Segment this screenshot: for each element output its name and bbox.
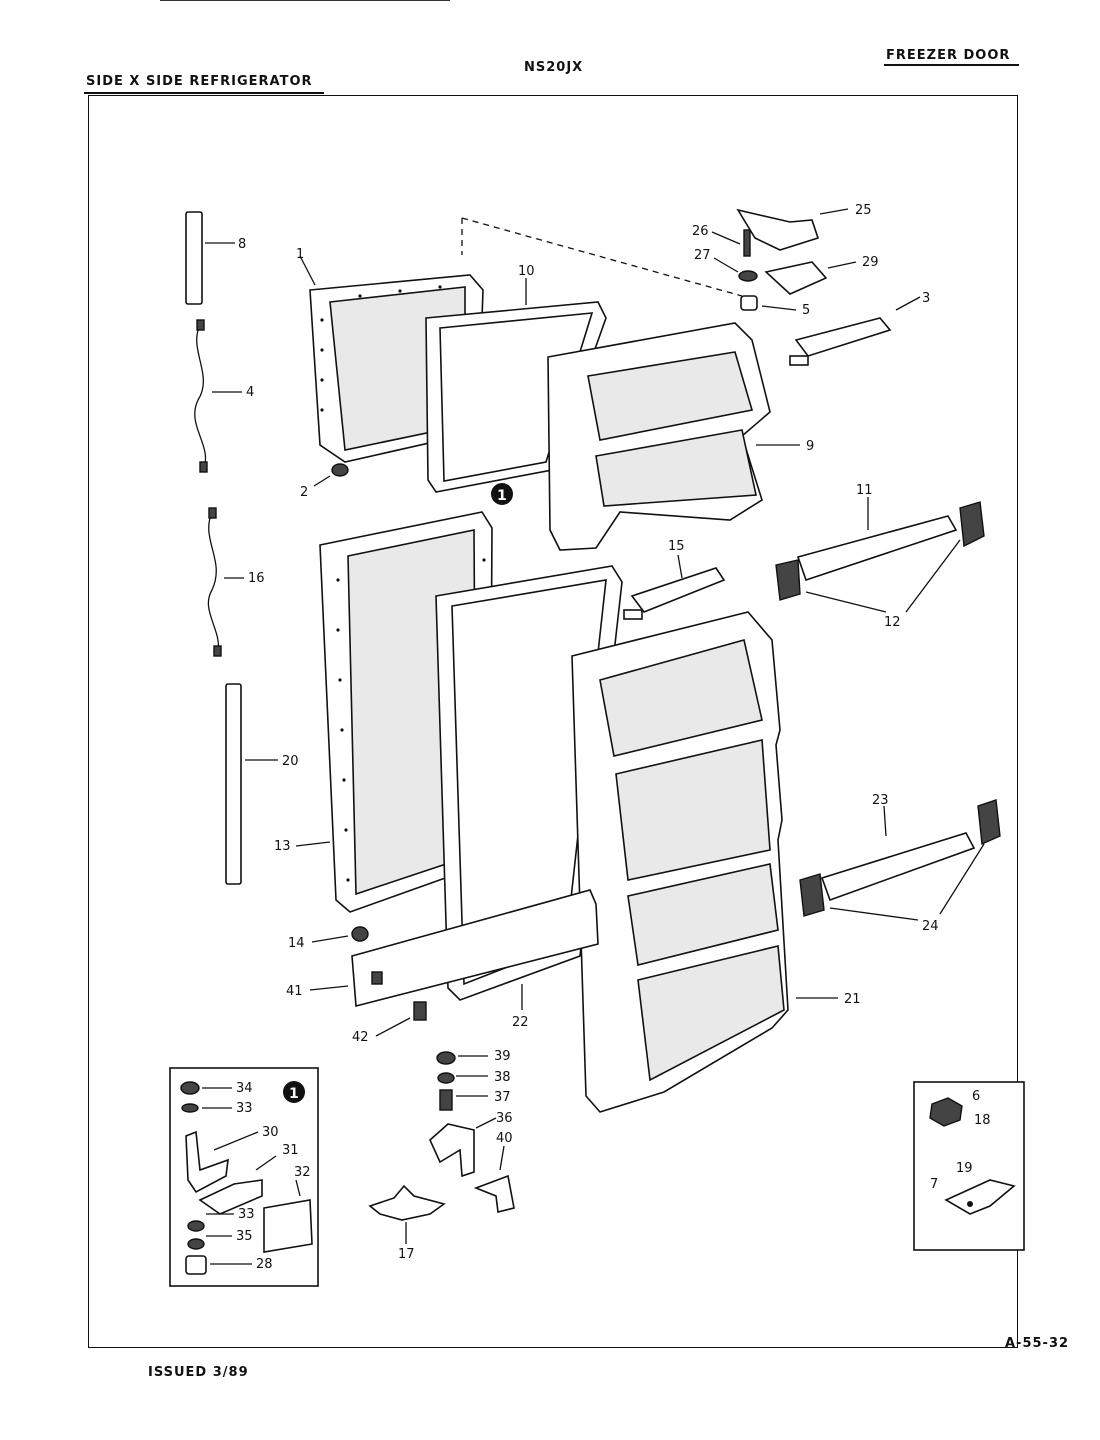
appliance-type: SIDE X SIDE REFRIGERATOR	[86, 74, 313, 89]
callout-26: 26	[692, 224, 709, 239]
callout-10: 10	[518, 264, 535, 279]
part-6-nut	[929, 1097, 963, 1127]
part-17-hinge-plate	[368, 1184, 446, 1221]
callout-5: 5	[802, 303, 810, 318]
part-3-handle-bracket	[794, 317, 892, 357]
part-27-washer	[738, 270, 758, 282]
page-code: A-55-32	[1005, 1336, 1070, 1351]
callout-28: 28	[256, 1257, 273, 1272]
callout-42: 42	[352, 1030, 369, 1045]
model-number: NS20JX	[524, 60, 584, 75]
callout-35: 35	[236, 1229, 253, 1244]
callout-38: 38	[494, 1070, 511, 1085]
part-15-handle-bracket	[630, 567, 726, 613]
callout-33-bottom: 33	[238, 1207, 255, 1222]
part-5-bushing	[740, 295, 758, 311]
callout-24: 24	[922, 919, 939, 934]
callout-32: 32	[294, 1165, 311, 1180]
callout-6: 6	[972, 1089, 980, 1104]
callout-15: 15	[668, 539, 685, 554]
part-33-washer-bottom	[187, 1220, 205, 1232]
appliance-type-underline	[84, 92, 324, 94]
part-24-handle-endcap-top	[977, 799, 1001, 846]
part-4-wire-harness	[194, 324, 207, 469]
callout-30: 30	[262, 1125, 279, 1140]
callout-13: 13	[274, 839, 291, 854]
callout-17: 17	[398, 1247, 415, 1262]
callout-31: 31	[282, 1143, 299, 1158]
callout-23: 23	[872, 793, 889, 808]
part-25-hinge	[736, 208, 820, 251]
part-32-hinge-cover	[263, 1199, 313, 1253]
inset-marker-badge-label: 1	[289, 1086, 299, 1102]
callout-41: 41	[286, 984, 303, 999]
part-29-hinge-plate	[764, 261, 828, 295]
callout-1: 1	[296, 247, 304, 262]
callout-36: 36	[496, 1111, 513, 1126]
part-24-handle-endcap-bottom	[799, 873, 825, 917]
callout-12: 12	[884, 615, 901, 630]
part-41-bottom-trim	[351, 889, 599, 1008]
part-34-nut	[180, 1081, 200, 1095]
marker-badge	[491, 483, 513, 505]
part-40-shim	[473, 1174, 515, 1213]
part-12-handle-endcap-top	[959, 501, 985, 548]
callout-7: 7	[930, 1177, 938, 1192]
callout-20: 20	[282, 754, 299, 769]
part-16-wire-harness	[207, 511, 220, 653]
part-42-clip	[413, 1001, 427, 1021]
part-35-spacer	[187, 1238, 205, 1250]
part-2-bushing	[331, 463, 349, 477]
part-14-bushing	[351, 926, 369, 942]
callout-16: 16	[248, 571, 265, 586]
part-31-hinge-plate	[198, 1179, 263, 1215]
section-title-underline	[884, 64, 1019, 66]
diagram-frame	[88, 95, 1018, 1348]
issue-date: ISSUED 3/89	[148, 1365, 249, 1380]
part-20-trim-strip	[225, 683, 242, 885]
part-39-washer	[436, 1051, 456, 1065]
callout-4: 4	[246, 385, 254, 400]
part-36-lower-hinge	[429, 1123, 475, 1178]
part-11-upper-handle	[796, 515, 958, 582]
callout-27: 27	[694, 248, 711, 263]
callout-19: 19	[956, 1161, 973, 1176]
marker-badge-label: 1	[497, 488, 507, 504]
top-edge-line	[160, 0, 450, 1]
inset-marker-badge	[283, 1081, 305, 1103]
callout-21: 21	[844, 992, 861, 1007]
callout-39: 39	[494, 1049, 511, 1064]
part-12-handle-endcap-bottom	[775, 559, 801, 601]
callout-29: 29	[862, 255, 879, 270]
callout-3: 3	[922, 291, 930, 306]
callout-25: 25	[855, 203, 872, 218]
callout-11: 11	[856, 483, 873, 498]
callout-34: 34	[236, 1081, 253, 1096]
callout-18: 18	[974, 1113, 991, 1128]
part-30-hinge-bracket	[185, 1130, 229, 1194]
part-33-washer-top	[181, 1103, 199, 1113]
callout-40: 40	[496, 1131, 513, 1146]
callout-14: 14	[288, 936, 305, 951]
part-23-lower-handle	[820, 832, 976, 902]
part-38-washer	[437, 1072, 455, 1084]
part-37-pin	[439, 1089, 453, 1111]
section-title: FREEZER DOOR	[886, 48, 1011, 63]
callout-37: 37	[494, 1090, 511, 1105]
part-19-bracket	[944, 1179, 1016, 1215]
callout-22: 22	[512, 1015, 529, 1030]
part-26-hinge-pin	[743, 229, 751, 257]
part-8-trim-strip	[185, 211, 203, 305]
callout-9: 9	[806, 439, 814, 454]
part-28-cap	[185, 1255, 207, 1275]
callout-2: 2	[300, 485, 308, 500]
callout-33-top: 33	[236, 1101, 253, 1116]
callout-8: 8	[238, 237, 246, 252]
